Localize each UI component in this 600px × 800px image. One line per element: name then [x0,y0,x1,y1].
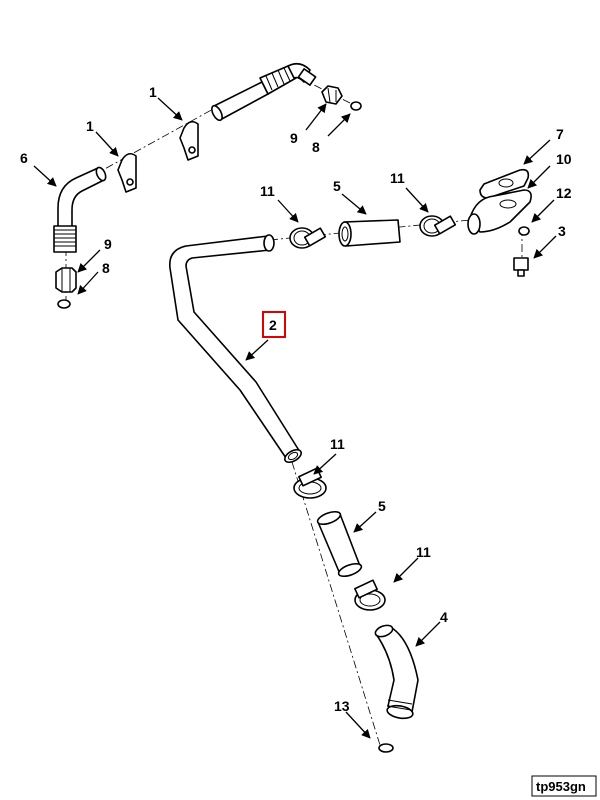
callout-11b: 11 [390,170,405,186]
part-1-clamp-left [117,152,137,193]
part-11-clamp-lower [354,579,386,611]
callout-10: 10 [556,151,572,167]
callout-12: 12 [556,185,572,201]
callout-8b: 8 [312,139,320,155]
callout-11c: 11 [330,436,345,452]
upper-tube-assembly [211,62,317,122]
callout-5b: 5 [378,498,386,514]
callout-6: 6 [20,150,28,166]
part-8-oring-top [350,101,362,111]
part-7-gasket [479,168,530,199]
part-1-clamp-right [179,120,199,161]
part-3-bolt [513,257,529,277]
callout-labels: 1 1 6 9 8 9 8 11 5 11 7 10 12 3 2 11 5 1… [20,84,572,714]
part-9-fitting-top [321,85,343,105]
callout-5a: 5 [333,178,341,194]
part-2-bent-tube [169,234,302,464]
callout-1a: 1 [149,84,157,100]
part-12-washer [518,226,530,236]
part-4-lower-elbow [374,624,419,720]
leader-lines [33,97,557,739]
part-9-fitting-left [55,267,77,293]
callout-8a: 8 [102,260,110,276]
part-10-flange-elbow [467,189,532,235]
part-11-clamp-middle [293,467,327,499]
part-8-oring-left [57,299,71,309]
callout-11d: 11 [416,544,431,560]
reference-code-box [531,775,597,797]
callout-9a: 9 [104,236,112,252]
part-11-clamp-upper-right [419,215,457,237]
part-5-sleeve-upper [338,219,401,247]
part-5-sleeve-lower [316,510,363,578]
callout-9b: 9 [290,130,298,146]
callout-4: 4 [440,609,448,625]
part-13-oring [378,743,394,753]
part-6-tube-assembly [53,166,107,253]
callout-11a: 11 [260,183,275,199]
highlight-box-item-2 [262,311,286,338]
callout-1b: 1 [86,118,94,134]
callout-2: 2 [269,317,277,333]
callout-7: 7 [556,126,564,142]
reference-code: tp953gn [536,779,586,794]
callout-13: 13 [334,698,350,714]
callout-3: 3 [558,223,566,239]
part-11-clamp-upper-left [289,227,327,249]
